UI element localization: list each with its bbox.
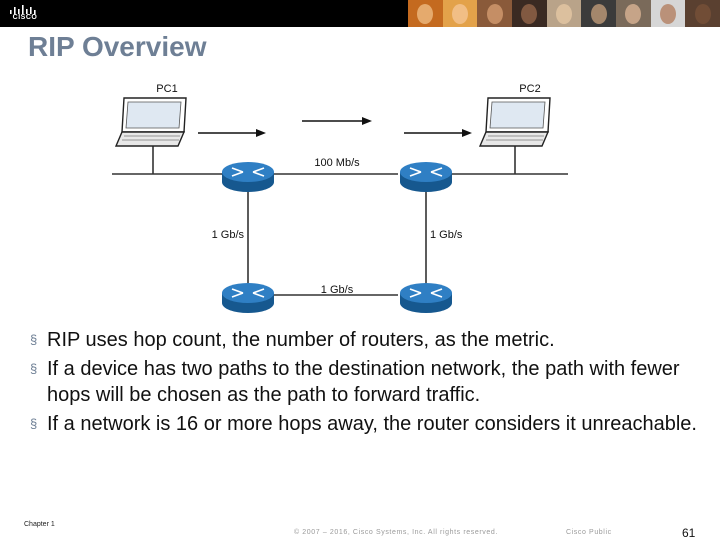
router-r2-icon (400, 162, 452, 192)
footer-chapter: Chapter 1 (24, 521, 55, 528)
person-photo-icon (452, 4, 468, 24)
person-photo-icon (695, 4, 711, 24)
header-bar: CISCO (0, 0, 720, 27)
link-label-r1-r2: 100 Mb/s (314, 157, 360, 169)
bullet-text: If a network is 16 or more hops away, th… (47, 413, 697, 435)
bullet-item: § RIP uses hop count, the number of rout… (30, 327, 710, 353)
page-number: 61 (682, 526, 695, 540)
link-label-r3-r4: 1 Gb/s (321, 284, 354, 296)
bullet-text: If a device has two paths to the destina… (47, 358, 680, 406)
bullet-marker: § (30, 411, 37, 437)
person-photo-icon (625, 4, 641, 24)
person-photo-icon (521, 4, 537, 24)
router-r1-icon (222, 162, 274, 192)
header-photo-strip (408, 0, 720, 27)
cisco-logo-text: CISCO (8, 14, 42, 21)
header-person-photo (443, 0, 478, 27)
slide-title: RIP Overview (28, 31, 206, 63)
header-person-photo (581, 0, 616, 27)
network-topology-diagram: PC1 PC2 100 Mb/s 1 Gb/s 1 Gb/s 1 Gb/s (0, 70, 720, 330)
traffic-arrow-left (198, 129, 266, 137)
link-label-r1-r3: 1 Gb/s (212, 229, 245, 241)
header-person-photo (616, 0, 651, 27)
bullet-item: § If a network is 16 or more hops away, … (30, 411, 710, 437)
traffic-arrow-middle (302, 117, 372, 125)
header-person-photo (651, 0, 686, 27)
person-photo-icon (660, 4, 676, 24)
footer-copyright: © 2007 – 2016, Cisco Systems, Inc. All r… (294, 529, 498, 536)
pc1-label: PC1 (156, 83, 177, 95)
laptop-pc2-icon (480, 98, 550, 146)
cisco-logo: CISCO (8, 3, 42, 23)
header-person-photo (685, 0, 720, 27)
link-label-r2-r4: 1 Gb/s (430, 229, 463, 241)
person-photo-icon (417, 4, 433, 24)
person-photo-icon (487, 4, 503, 24)
pc2-label: PC2 (519, 83, 540, 95)
laptop-pc1-icon (116, 98, 186, 146)
bullet-item: § If a device has two paths to the desti… (30, 356, 710, 408)
header-person-photo (408, 0, 443, 27)
traffic-arrow-right (404, 129, 472, 137)
bullet-list: § RIP uses hop count, the number of rout… (30, 327, 710, 440)
bullet-marker: § (30, 356, 37, 382)
header-person-photo (477, 0, 512, 27)
bullet-text: RIP uses hop count, the number of router… (47, 329, 555, 351)
bullet-marker: § (30, 327, 37, 353)
person-photo-icon (556, 4, 572, 24)
router-r3-icon (222, 283, 274, 313)
router-r4-icon (400, 283, 452, 313)
header-person-photo (512, 0, 547, 27)
person-photo-icon (591, 4, 607, 24)
header-person-photo (547, 0, 582, 27)
footer-classification: Cisco Public (566, 529, 612, 536)
